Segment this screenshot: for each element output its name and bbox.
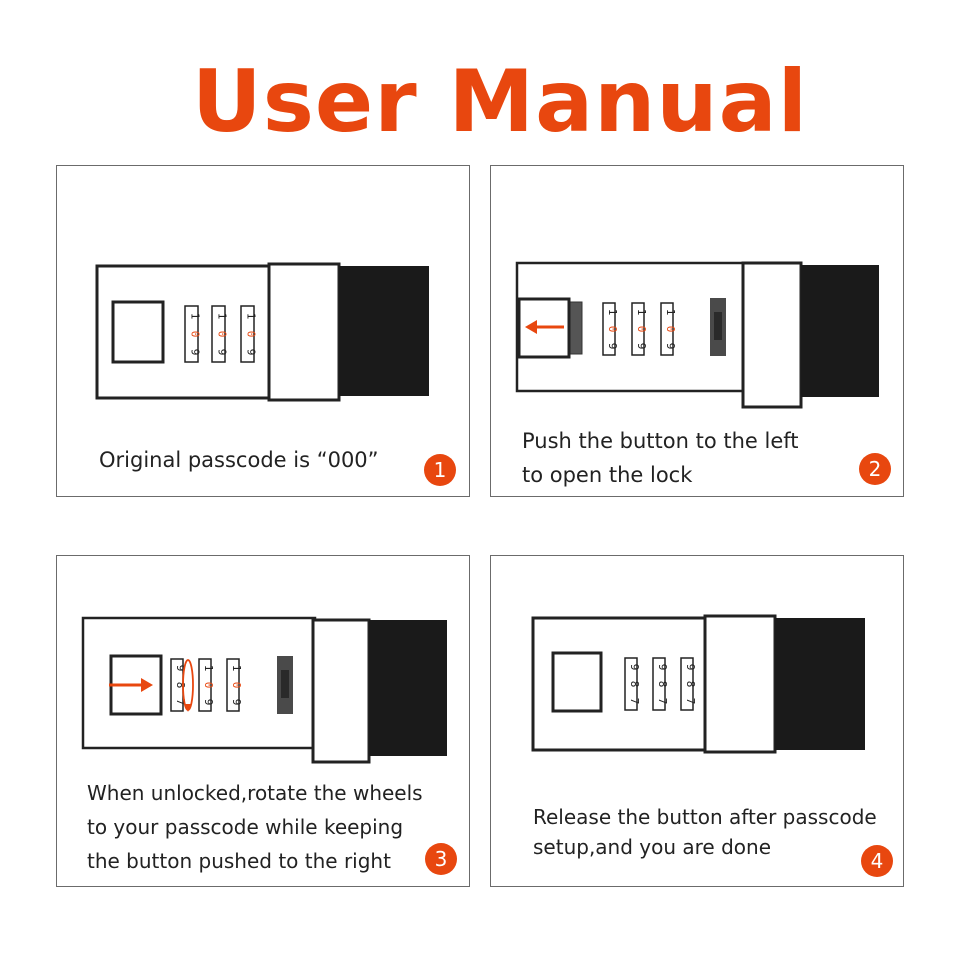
svg-text:0: 0 [216, 331, 229, 338]
svg-text:9: 9 [216, 349, 229, 356]
svg-text:0: 0 [606, 326, 619, 333]
wheel-3: 1 0 9 [240, 305, 258, 363]
wheel-3: 1 0 9 [226, 658, 243, 712]
svg-text:1: 1 [216, 313, 229, 320]
step-2-caption-line-1: Push the button to the left [522, 429, 799, 453]
page-title: User Manual [191, 52, 809, 152]
svg-text:0: 0 [664, 326, 677, 333]
step-1-panel: 1 0 9 1 0 9 1 0 9 Original passcode is “… [56, 165, 470, 497]
wheel-1: 1 0 9 [602, 302, 619, 356]
step-4-caption-line-2: setup,and you are done [533, 835, 771, 859]
wheel-1-top-digit: 1 [189, 313, 202, 320]
svg-text:9: 9 [664, 343, 677, 350]
wheel-1-rotating: 9 8 7 [170, 658, 187, 712]
arrow-right-icon [109, 678, 153, 692]
strap [339, 266, 429, 396]
svg-text:7: 7 [628, 698, 641, 705]
arrow-left-icon [525, 320, 564, 334]
lock-button [551, 651, 603, 713]
step-2-caption: Push the button to the left to open the … [522, 424, 799, 492]
step-4-badge: 4 [861, 845, 893, 877]
svg-text:9: 9 [174, 665, 187, 672]
strap-loop [741, 261, 803, 409]
step-3-caption: When unlocked,rotate the wheels to your … [87, 776, 423, 878]
step-2-badge: 2 [859, 453, 891, 485]
step-3-lock-illustration: 9 8 7 1 0 9 1 0 9 [81, 616, 447, 764]
wheel-1: 1 0 9 [184, 305, 202, 363]
rotate-arrow-icon [182, 659, 194, 712]
step-1-lock-illustration: 1 0 9 1 0 9 1 0 9 [95, 262, 429, 402]
strap-loop [311, 618, 371, 764]
svg-text:1: 1 [245, 313, 258, 320]
svg-text:9: 9 [245, 349, 258, 356]
svg-text:1: 1 [606, 309, 619, 316]
step-4-lock-illustration: 9 8 7 9 8 7 9 8 7 [531, 614, 865, 754]
step-3-caption-line-2: to your passcode while keeping [87, 815, 404, 839]
wheel-2: 1 0 9 [198, 658, 215, 712]
latch [277, 656, 293, 714]
svg-text:1: 1 [635, 309, 648, 316]
wheel-1-bot-digit: 9 [189, 349, 202, 356]
svg-text:9: 9 [635, 343, 648, 350]
svg-text:9: 9 [202, 699, 215, 706]
step-2-lock-illustration: 1 0 9 1 0 9 1 0 9 [515, 261, 879, 409]
step-3-caption-line-1: When unlocked,rotate the wheels [87, 781, 423, 805]
step-4-panel: 9 8 7 9 8 7 9 8 7 Release the button aft… [490, 555, 904, 887]
svg-text:0: 0 [635, 326, 648, 333]
strap [369, 620, 447, 756]
step-4-caption: Release the button after passcode setup,… [533, 802, 877, 862]
svg-text:8: 8 [684, 681, 697, 688]
svg-text:8: 8 [174, 682, 187, 689]
svg-text:8: 8 [628, 681, 641, 688]
step-3-badge: 3 [425, 843, 457, 875]
svg-text:9: 9 [628, 664, 641, 671]
step-1-badge: 1 [424, 454, 456, 486]
svg-text:8: 8 [656, 681, 669, 688]
svg-text:9: 9 [656, 664, 669, 671]
strap [775, 618, 865, 750]
wheel-1-mid-digit: 0 [189, 331, 202, 338]
svg-text:0: 0 [245, 331, 258, 338]
svg-text:1: 1 [202, 665, 215, 672]
svg-text:0: 0 [202, 682, 215, 689]
svg-text:1: 1 [664, 309, 677, 316]
svg-text:7: 7 [174, 699, 187, 706]
strap [801, 265, 879, 397]
wheel-2: 1 0 9 [211, 305, 229, 363]
step-1-caption: Original passcode is “000” [99, 448, 379, 472]
svg-text:7: 7 [656, 698, 669, 705]
svg-text:1: 1 [230, 665, 243, 672]
svg-text:7: 7 [684, 698, 697, 705]
wheel-2: 1 0 9 [631, 302, 648, 356]
wheel-1: 9 8 7 [624, 657, 641, 711]
svg-text:9: 9 [606, 343, 619, 350]
wheel-3: 9 8 7 [680, 657, 697, 711]
step-3-panel: 9 8 7 1 0 9 1 0 9 When unlocked,rotate t… [56, 555, 470, 887]
wheel-3: 1 0 9 [660, 302, 677, 356]
lock-button [111, 300, 165, 364]
step-2-panel: 1 0 9 1 0 9 1 0 9 Push the button to the… [490, 165, 904, 497]
strap-loop [267, 262, 341, 402]
step-2-caption-line-2: to open the lock [522, 463, 693, 487]
svg-text:9: 9 [684, 664, 697, 671]
svg-text:0: 0 [230, 682, 243, 689]
svg-text:9: 9 [230, 699, 243, 706]
latch [710, 298, 726, 356]
step-4-caption-line-1: Release the button after passcode [533, 805, 877, 829]
step-3-caption-line-3: the button pushed to the right [87, 849, 391, 873]
wheel-2: 9 8 7 [652, 657, 669, 711]
strap-loop [703, 614, 777, 754]
